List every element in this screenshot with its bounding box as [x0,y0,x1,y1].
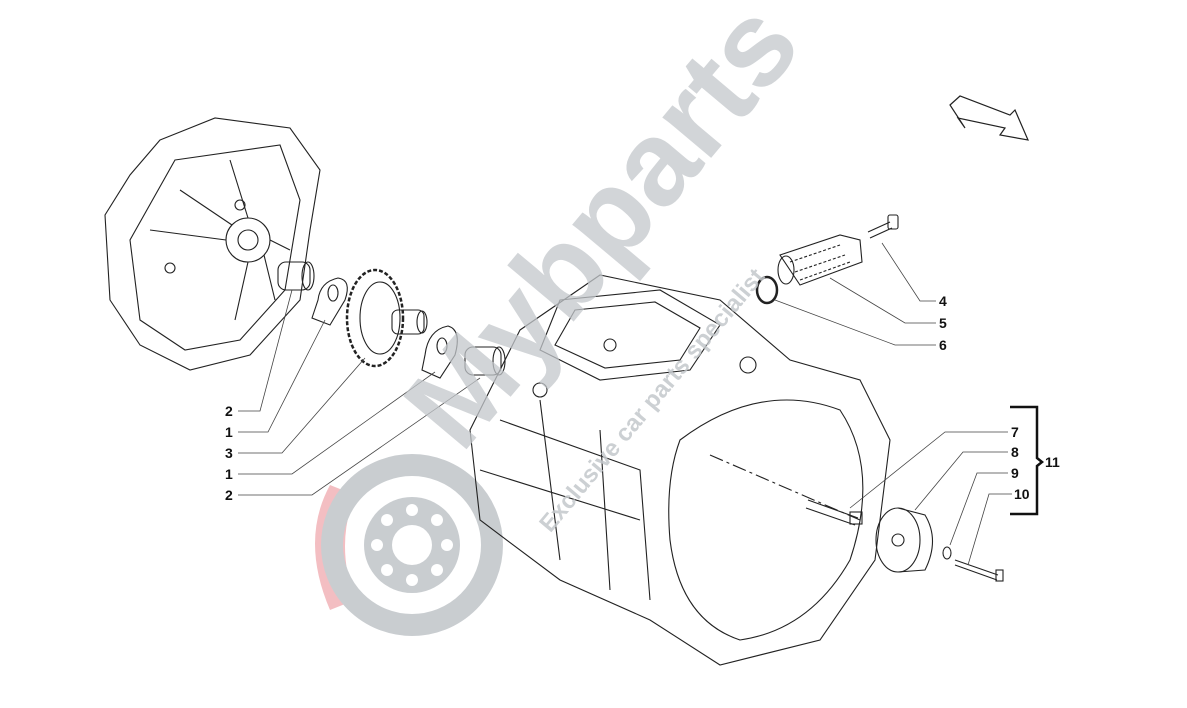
callout-11-group: 11 [1045,454,1060,470]
o-ring [755,275,779,305]
thrust-washer-right [421,325,458,379]
group-bracket [1010,405,1045,516]
callout-1: 1 [225,466,233,482]
callout-2: 2 [225,487,233,503]
callout-4: 4 [939,293,947,309]
callout-5: 5 [939,315,947,331]
screw-top [867,214,899,239]
washer [942,546,952,560]
callout-6: 6 [939,337,947,353]
callout-9: 9 [1011,465,1019,481]
watermark-logo [315,454,503,636]
direction-arrow-icon [949,95,1029,141]
callout-2: 2 [225,403,233,419]
idler-gear [345,268,428,368]
gearbox-housing [469,274,891,666]
callout-7: 7 [1011,424,1019,440]
callout-3: 3 [225,445,233,461]
callout-8: 8 [1011,444,1019,460]
pump-shaft [805,499,863,526]
callout-10: 10 [1014,486,1030,502]
callout-1: 1 [225,424,233,440]
needle-bearing-left [277,261,315,291]
rear-cover [104,117,321,371]
oil-strainer [777,234,863,286]
leader-lines [238,242,1012,566]
oil-pump-body [875,507,934,573]
thrust-washer-left [311,277,348,326]
bolt [954,559,1004,582]
